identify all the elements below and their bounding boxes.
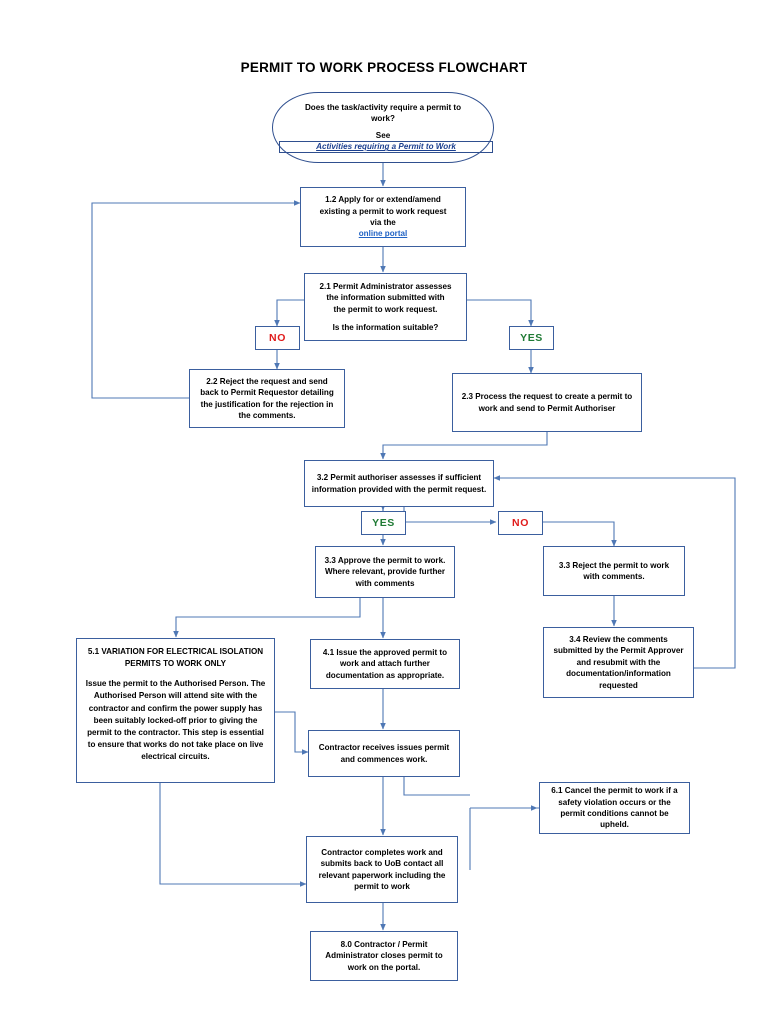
step-2-1-line2: the information submitted with <box>326 293 445 303</box>
node-step-2-1[interactable]: 2.1 Permit Administrator assesses the in… <box>304 273 467 341</box>
step-5-1-heading: 5.1 VARIATION FOR ELECTRICAL ISOLATION P… <box>87 647 264 669</box>
start-question-line1: Does the task/activity require a permit … <box>304 102 462 112</box>
tag-yes-2-label: YES <box>372 516 395 529</box>
tag-no-2-label: NO <box>512 516 529 529</box>
contractor-receives-text: Contractor receives issues permit and co… <box>318 743 450 764</box>
step-3-4-text: 3.4 Review the comments submitted by the… <box>553 634 684 690</box>
node-step-2-2[interactable]: 2.2 Reject the request and send back to … <box>189 369 345 428</box>
step-3-2-text: 3.2 Permit authoriser assesses if suffic… <box>311 473 487 494</box>
node-step-1-2[interactable]: 1.2 Apply for or extend/amend existing a… <box>300 187 466 247</box>
tag-no-sufficient-info[interactable]: NO <box>498 511 543 535</box>
tag-no-1-label: NO <box>269 331 286 344</box>
step-2-1-line4: Is the information suitable? <box>332 322 439 332</box>
tag-yes-1-label: YES <box>520 331 543 344</box>
node-step-3-4[interactable]: 3.4 Review the comments submitted by the… <box>543 627 694 698</box>
tag-no-information-suitable[interactable]: NO <box>255 326 300 350</box>
see-prefix: See <box>375 130 391 140</box>
start-question-line2: work? <box>371 114 395 124</box>
step-8-0-text: 8.0 Contractor / Permit Administrator cl… <box>325 939 443 972</box>
step-1-2-line1: 1.2 Apply for or extend/amend <box>325 195 441 205</box>
node-step-3-3-reject[interactable]: 3.3 Reject the permit to work with comme… <box>543 546 685 596</box>
via-the-prefix: via the <box>370 218 396 227</box>
step-5-1-body: Issue the permit to the Authorised Perso… <box>85 679 266 762</box>
node-step-2-3[interactable]: 2.3 Process the request to create a perm… <box>452 373 642 432</box>
node-start-question[interactable]: Does the task/activity require a permit … <box>272 92 494 163</box>
tag-yes-information-suitable[interactable]: YES <box>509 326 554 350</box>
node-contractor-completes-work[interactable]: Contractor completes work and submits ba… <box>306 836 458 903</box>
node-step-8-0[interactable]: 8.0 Contractor / Permit Administrator cl… <box>310 931 458 981</box>
link-online-portal[interactable]: online portal <box>358 229 408 239</box>
step-3-3-approve-text: 3.3 Approve the permit to work. Where re… <box>324 555 446 588</box>
step-4-1-text: 4.1 Issue the approved permit to work an… <box>322 647 448 680</box>
node-contractor-receives-permit[interactable]: Contractor receives issues permit and co… <box>308 730 460 777</box>
node-step-6-1[interactable]: 6.1 Cancel the permit to work if a safet… <box>539 782 690 834</box>
tag-yes-sufficient-info[interactable]: YES <box>361 511 406 535</box>
step-2-2-text: 2.2 Reject the request and send back to … <box>200 376 334 420</box>
page-title: PERMIT TO WORK PROCESS FLOWCHART <box>240 60 528 75</box>
link-activities-requiring-permit[interactable]: Activities requiring a Permit to Work <box>279 141 493 154</box>
node-step-3-2[interactable]: 3.2 Permit authoriser assesses if suffic… <box>304 460 494 507</box>
node-step-3-3-approve[interactable]: 3.3 Approve the permit to work. Where re… <box>315 546 455 598</box>
step-3-3-reject-text: 3.3 Reject the permit to work with comme… <box>558 560 670 581</box>
step-1-2-line2: existing a permit to work request <box>319 206 447 216</box>
node-step-5-1[interactable]: 5.1 VARIATION FOR ELECTRICAL ISOLATION P… <box>76 638 275 783</box>
step-6-1-text: 6.1 Cancel the permit to work if a safet… <box>551 786 678 830</box>
contractor-completes-text: Contractor completes work and submits ba… <box>318 847 446 891</box>
step-1-2-line3: via the online portal <box>307 217 459 240</box>
node-step-4-1[interactable]: 4.1 Issue the approved permit to work an… <box>310 639 460 689</box>
step-2-1-line3: the permit to work request. <box>333 304 438 314</box>
step-2-1-line1: 2.1 Permit Administrator assesses <box>319 281 452 291</box>
step-2-3-text: 2.3 Process the request to create a perm… <box>461 392 633 413</box>
